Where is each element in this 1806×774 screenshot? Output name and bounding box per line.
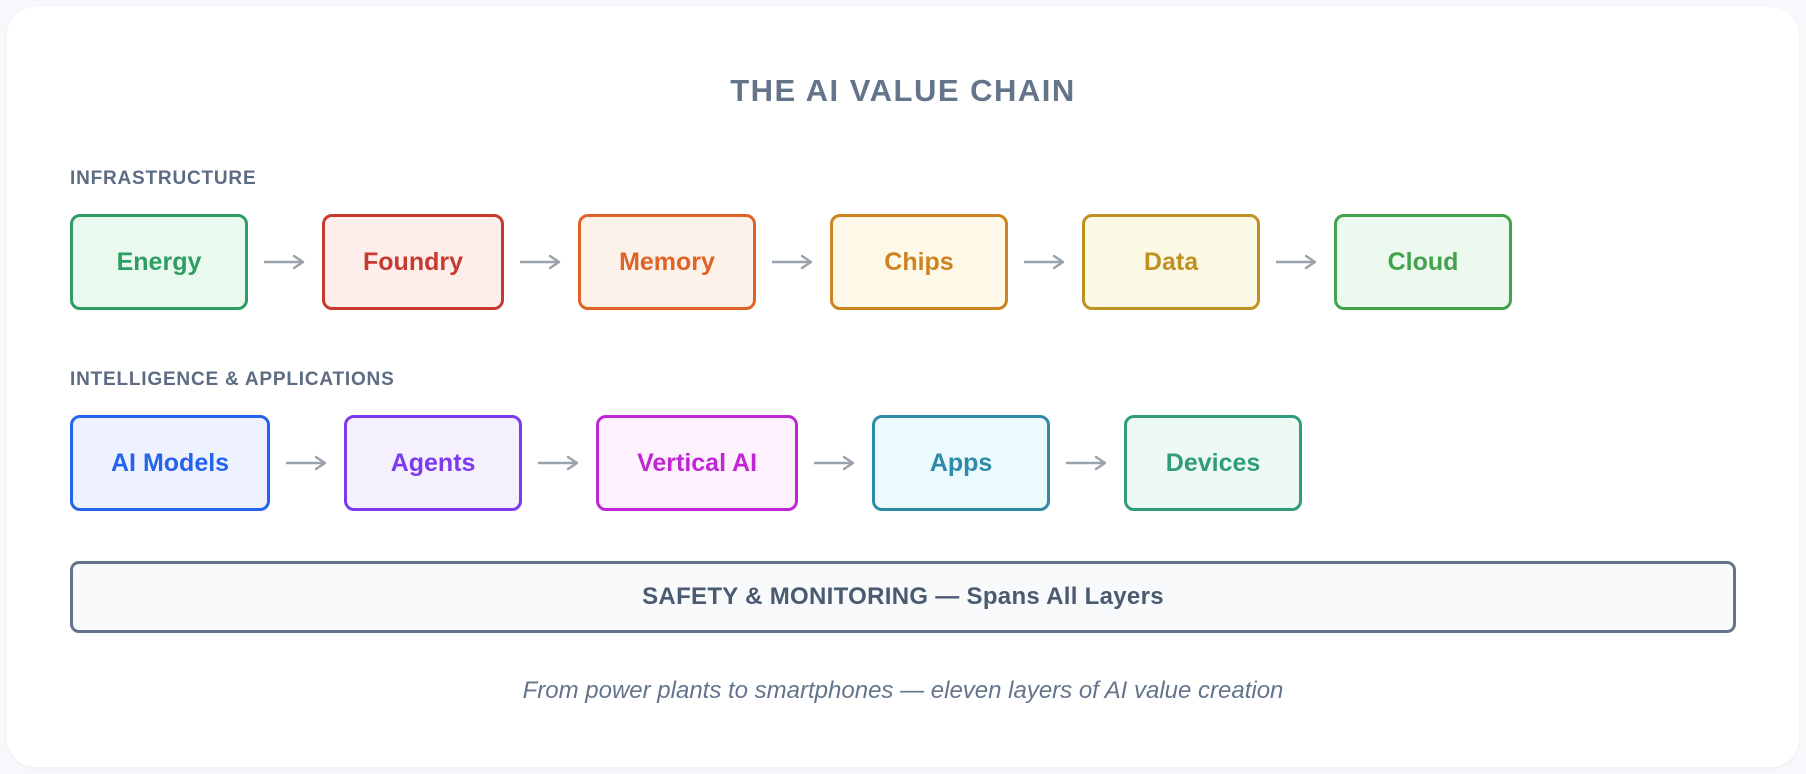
flow-arrow-icon — [504, 254, 578, 270]
chain-box-vertical-ai: Vertical AI — [596, 415, 799, 511]
intelligence-chain-row: AI Models Agents Vertical AI Apps Devices — [70, 415, 1736, 511]
chain-box-energy: Energy — [70, 214, 248, 310]
chain-box-memory: Memory — [578, 214, 756, 310]
flow-arrow-icon — [1260, 254, 1334, 270]
diagram-title: THE AI VALUE CHAIN — [730, 73, 1076, 108]
chain-box-devices: Devices — [1124, 415, 1303, 511]
section-label-infrastructure: INFRASTRUCTURE — [70, 168, 257, 189]
flow-arrow-icon — [1008, 254, 1082, 270]
chain-box-agents: Agents — [344, 415, 523, 511]
safety-monitoring-bar: SAFETY & MONITORING — Spans All Layers — [70, 561, 1736, 633]
flow-arrow-icon — [1050, 455, 1124, 471]
flow-arrow-icon — [270, 455, 344, 471]
diagram-card: THE AI VALUE CHAIN INFRASTRUCTURE Energy… — [7, 7, 1799, 767]
flow-arrow-icon — [522, 455, 596, 471]
chain-box-data: Data — [1082, 214, 1260, 310]
chain-box-apps: Apps — [872, 415, 1051, 511]
diagram-caption: From power plants to smartphones — eleve… — [522, 677, 1284, 704]
chain-box-chips: Chips — [830, 214, 1008, 310]
section-infrastructure: INFRASTRUCTURE Energy Foundry Memory Chips D… — [70, 168, 1736, 310]
flow-arrow-icon — [798, 455, 872, 471]
section-label-intelligence-applications: INTELLIGENCE & APPLICATIONS — [70, 369, 395, 390]
infrastructure-chain-row: Energy Foundry Memory Chips Data Cloud — [70, 214, 1736, 310]
chain-box-cloud: Cloud — [1334, 214, 1512, 310]
chain-box-ai-models: AI Models — [70, 415, 271, 511]
flow-arrow-icon — [248, 254, 322, 270]
chain-box-foundry: Foundry — [322, 214, 504, 310]
flow-arrow-icon — [756, 254, 830, 270]
section-intelligence-applications: INTELLIGENCE & APPLICATIONS AI Models Age… — [70, 369, 1736, 511]
